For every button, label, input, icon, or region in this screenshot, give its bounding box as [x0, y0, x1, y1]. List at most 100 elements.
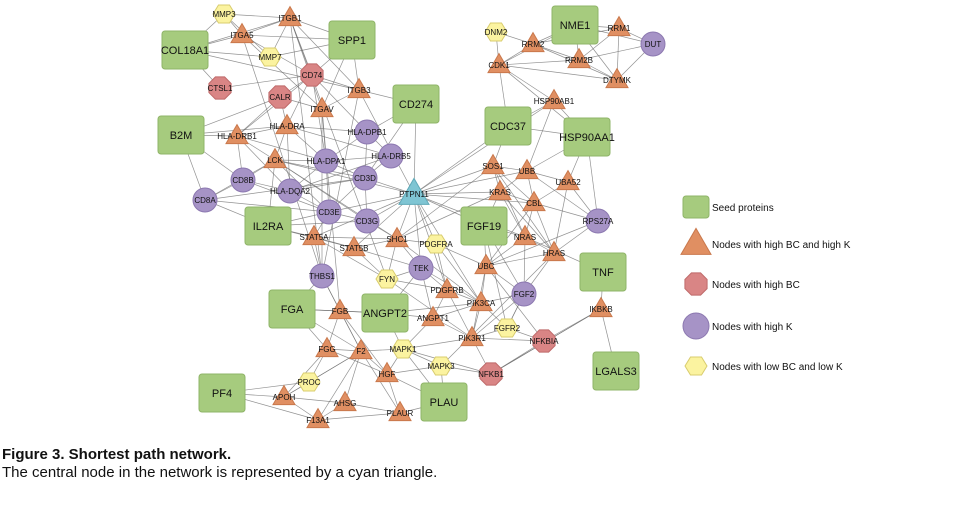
node-apoh: APOH	[272, 384, 296, 406]
node-hsp90ab1: HSP90AB1	[534, 88, 575, 110]
node-dtymk: DTYMK	[603, 67, 632, 89]
node-label: HSP90AA1	[559, 132, 615, 144]
node-col18a1: COL18A1	[161, 30, 209, 70]
node-label: MAPK3	[427, 362, 455, 371]
node-label: HLA-DPB1	[347, 128, 387, 137]
edge-cd3e-ptpn11	[328, 193, 415, 213]
node-label: F13A1	[306, 416, 330, 425]
node-label: ITGAV	[310, 105, 334, 114]
node-label: CBL	[526, 199, 542, 208]
node-mapk1: MAPK1	[389, 339, 417, 359]
edge-hla-dra-hla-dpb1	[286, 125, 368, 133]
node-f13a1: F13A1	[306, 407, 330, 429]
node-fgf19: FGF19	[460, 206, 508, 246]
node-label: PDGFRA	[419, 240, 453, 249]
node-label: ITGB1	[278, 14, 302, 23]
node-label: LCK	[267, 156, 283, 165]
node-label: CD8A	[194, 196, 216, 205]
edge-stat5a-fyn	[313, 236, 388, 280]
node-label: STAT5B	[339, 244, 368, 253]
node-angpt1: ANGPT1	[417, 305, 450, 327]
node-angpt2: ANGPT2	[361, 293, 409, 333]
node-label: FYN	[379, 275, 395, 284]
edge-hla-dqa2-cd3d	[289, 177, 366, 192]
edge-shc1-kras	[396, 191, 501, 240]
node-rrm1: RRM1	[607, 15, 631, 37]
edge-cd74-hla-dpb1	[311, 74, 368, 133]
node-cd274: CD274	[392, 84, 440, 124]
node-label: UBB	[519, 167, 535, 176]
node-itgb3: ITGB3	[347, 77, 371, 99]
node-itgb1: ITGB1	[278, 5, 302, 27]
node-label: FGB	[332, 307, 348, 316]
node-label: FGF19	[467, 221, 501, 233]
node-label: SHC1	[386, 235, 408, 244]
node-label: NFKBIA	[530, 337, 560, 346]
node-label: PLAUR	[387, 409, 414, 418]
node-cd74: CD74	[300, 63, 324, 87]
node-tek: TEK	[408, 255, 434, 281]
legend-symbol	[684, 356, 708, 376]
legend-item-high_bc_high_k: Nodes with high BC and high K	[680, 227, 851, 255]
node-pik3r1: PIK3R1	[458, 325, 486, 347]
edge-pik3r1-nfkbia	[471, 337, 545, 342]
node-label: SPP1	[338, 35, 366, 47]
edge-ptpn11-ubb	[413, 170, 528, 195]
node-label: HLA-DRB1	[217, 132, 257, 141]
edge-lck-ptpn11	[274, 159, 415, 195]
node-label: PIK3CA	[467, 299, 496, 308]
legend-item-high_k: Nodes with high K	[682, 312, 793, 340]
node-cd3g: CD3G	[354, 208, 380, 234]
node-hla-dqa2: HLA-DQA2	[270, 178, 311, 204]
legend-label: Nodes with high BC	[712, 280, 800, 291]
node-thbs1: THBS1	[309, 263, 335, 289]
node-label: PIK3R1	[458, 334, 486, 343]
node-label: CALR	[269, 93, 291, 102]
edge-ptpn11-sos1	[413, 165, 494, 195]
node-ubc: UBC	[474, 253, 498, 275]
node-shc1: SHC1	[385, 226, 409, 248]
edge-hras-ubc	[485, 252, 555, 267]
node-cd8a: CD8A	[192, 187, 218, 213]
edge-cdk1-dtymk	[498, 64, 618, 81]
node-fyn: FYN	[375, 269, 399, 289]
node-b2m: B2M	[157, 115, 205, 155]
node-label: HLA-DPA1	[307, 157, 346, 166]
node-plau: PLAU	[420, 382, 468, 422]
node-fgf2: FGF2	[511, 281, 537, 307]
node-fgb: FGB	[328, 298, 352, 320]
node-label: FGG	[318, 345, 335, 354]
node-cbl: CBL	[522, 190, 546, 212]
node-label: LGALS3	[595, 366, 637, 378]
edge-hla-drb1-hla-dqa2	[236, 135, 291, 192]
node-mmp7: MMP7	[258, 47, 282, 67]
node-label: NRAS	[514, 233, 536, 242]
node-label: CD3D	[354, 174, 376, 183]
legend-label: Nodes with high K	[712, 322, 793, 333]
node-sos1: SOS1	[481, 153, 505, 175]
node-label: PDGFRB	[430, 286, 463, 295]
node-hla-dra: HLA-DRA	[269, 113, 305, 135]
edge-hla-drb5-hla-dqa2	[289, 155, 392, 192]
node-cd8b: CD8B	[230, 167, 256, 193]
edge-ptpn11-cbl	[413, 193, 535, 204]
node-label: CD3E	[318, 208, 339, 217]
edge-rps27a-ubc	[485, 220, 599, 267]
node-label: UBC	[478, 262, 495, 271]
node-lgals3: LGALS3	[592, 351, 640, 391]
node-hsp90aa1: HSP90AA1	[559, 117, 615, 157]
edge-ubc-nfkbia	[485, 265, 545, 342]
node-nme1: NME1	[551, 5, 599, 45]
node-hla-drb5: HLA-DRB5	[371, 143, 411, 169]
node-label: NME1	[560, 20, 591, 32]
node-label: APOH	[273, 393, 296, 402]
node-label: UBA52	[555, 178, 581, 187]
node-label: HLA-DRB5	[371, 152, 411, 161]
node-il2ra: IL2RA	[244, 206, 292, 246]
node-label: FGFR2	[494, 324, 521, 333]
caption-title: Figure 3. Shortest path network.	[2, 446, 232, 463]
node-label: HRAS	[543, 249, 565, 258]
node-label: DTYMK	[603, 76, 632, 85]
node-label: COL18A1	[161, 45, 209, 57]
